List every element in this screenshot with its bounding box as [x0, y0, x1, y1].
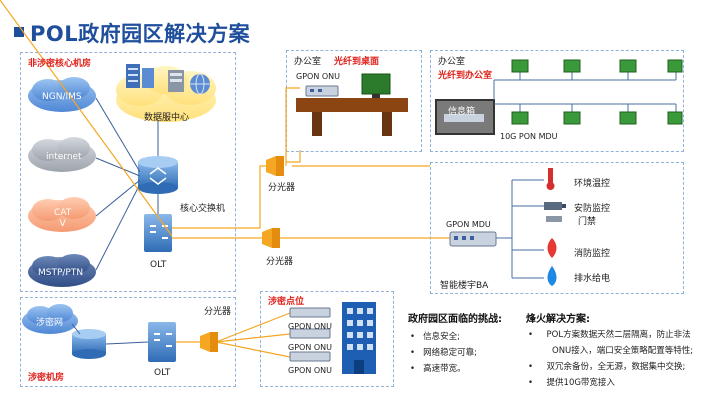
- solutions-heading: 烽火解决方案:: [526, 314, 590, 325]
- ba-item-security: 安防监控: [574, 204, 611, 214]
- ba-item-access: 门禁: [578, 217, 597, 227]
- splitter1-icon: [266, 156, 284, 176]
- server-rack-icon: [126, 64, 154, 88]
- cloud-internet: [28, 137, 96, 172]
- page-title: POL政府园区解决方案: [30, 22, 251, 46]
- gpon-onu-1-label: GPON ONU: [288, 322, 332, 331]
- office-desk-icon: [296, 98, 408, 136]
- olt-device-icon: [144, 214, 172, 252]
- thermometer-icon: [546, 168, 555, 190]
- smart-building-frame: [430, 162, 684, 294]
- challenges-heading: 政府园区面临的挑战:: [408, 314, 502, 325]
- pc-icon: [511, 59, 683, 125]
- mdu10g-label: 10G PON MDU: [500, 132, 558, 141]
- office1-label: 办公室: [294, 57, 322, 67]
- cloud-internet-label: internet: [46, 152, 82, 162]
- olt2-device-icon: [148, 322, 176, 362]
- office-building-icon: [342, 302, 376, 374]
- gpon-mdu-device-icon: [449, 231, 497, 247]
- secret-point-frame: [260, 291, 394, 387]
- cloud-ngn-label: NGN/IMS: [42, 92, 82, 102]
- core-room-label: 非涉密核心机房: [28, 59, 92, 69]
- challenge-item: • 网络稳定可靠;: [410, 348, 477, 358]
- core-links: [71, 97, 159, 345]
- olt2-label: OLT: [154, 368, 171, 378]
- office2-links: [493, 72, 677, 112]
- ba-links: [496, 179, 544, 279]
- fire-icon: [547, 238, 557, 258]
- title-marker: [14, 27, 24, 37]
- globe-icon: [190, 73, 210, 95]
- cloud-ngn-ims: [28, 77, 96, 112]
- water-drop-icon: [547, 266, 557, 286]
- info-box-icon: [435, 99, 495, 135]
- secret-router-icon: [72, 329, 106, 359]
- splitter3-label: 分光器: [204, 307, 232, 317]
- cloud-secret-net-label: 涉密网: [36, 318, 64, 328]
- solution-item: • 提供10G带宽接入: [528, 378, 615, 388]
- desktop-monitor-icon: [361, 73, 391, 98]
- cloud-secret-net: [22, 304, 78, 334]
- cloud-catv: [28, 197, 96, 232]
- camera-icon: [544, 202, 566, 210]
- secret-room-label: 涉密机房: [28, 373, 65, 383]
- office2-frame: [430, 50, 684, 152]
- core-router-icon: [138, 156, 178, 194]
- cloud-mstp-label: MSTP/PTN: [38, 268, 84, 278]
- solution-item: ONU接入，端口安全策略配置等特性;: [552, 346, 694, 356]
- gpon-onu-office-label: GPON ONU: [296, 72, 340, 81]
- door-access-icon: [546, 216, 562, 222]
- cloud-mstp-ptn: [28, 254, 96, 287]
- gpon-mdu-label: GPON MDU: [446, 220, 491, 229]
- solution-item: • POL方案数据天然二层隔离，防止非法: [528, 330, 691, 340]
- gpon-onu-2-label: GPON ONU: [288, 343, 332, 352]
- challenge-item: • 高速带宽。: [410, 364, 466, 374]
- datacenter-label: 数据服中心: [144, 113, 190, 123]
- splitter2-icon: [262, 228, 280, 248]
- core-room-frame: [20, 52, 236, 292]
- gpon-onu-device-icon: [305, 85, 339, 97]
- smart-building-label: 智能楼宇BA: [440, 281, 489, 291]
- core-switch-label: 核心交换机: [180, 204, 226, 214]
- storage-server-icon: [168, 70, 184, 92]
- office1-tag: 光纤到桌面: [334, 57, 380, 67]
- splitter3-icon: [200, 332, 218, 352]
- ba-item-temperature: 环境温控: [574, 179, 611, 189]
- olt1-label: OLT: [150, 260, 167, 270]
- challenge-item: • 信息安全;: [410, 332, 460, 342]
- splitter1-label: 分光器: [268, 183, 296, 193]
- solution-item: • 双冗余备份，全无源，数据集中交换;: [528, 362, 686, 372]
- office2-label: 办公室: [438, 57, 466, 67]
- info-box-label: 信息箱: [448, 107, 476, 117]
- ba-item-water: 排水给电: [574, 274, 611, 284]
- gpon-onu-3-label: GPON ONU: [288, 366, 332, 375]
- secret-room-frame: [20, 297, 236, 387]
- ba-item-fire: 消防监控: [574, 249, 611, 259]
- splitter2-label: 分光器: [266, 257, 294, 267]
- secret-point-label: 涉密点位: [268, 297, 305, 307]
- office2-tag: 光纤到办公室: [438, 71, 493, 81]
- cloud-catv-label: CAT V: [54, 208, 72, 229]
- secret-onu-devices: [289, 307, 331, 362]
